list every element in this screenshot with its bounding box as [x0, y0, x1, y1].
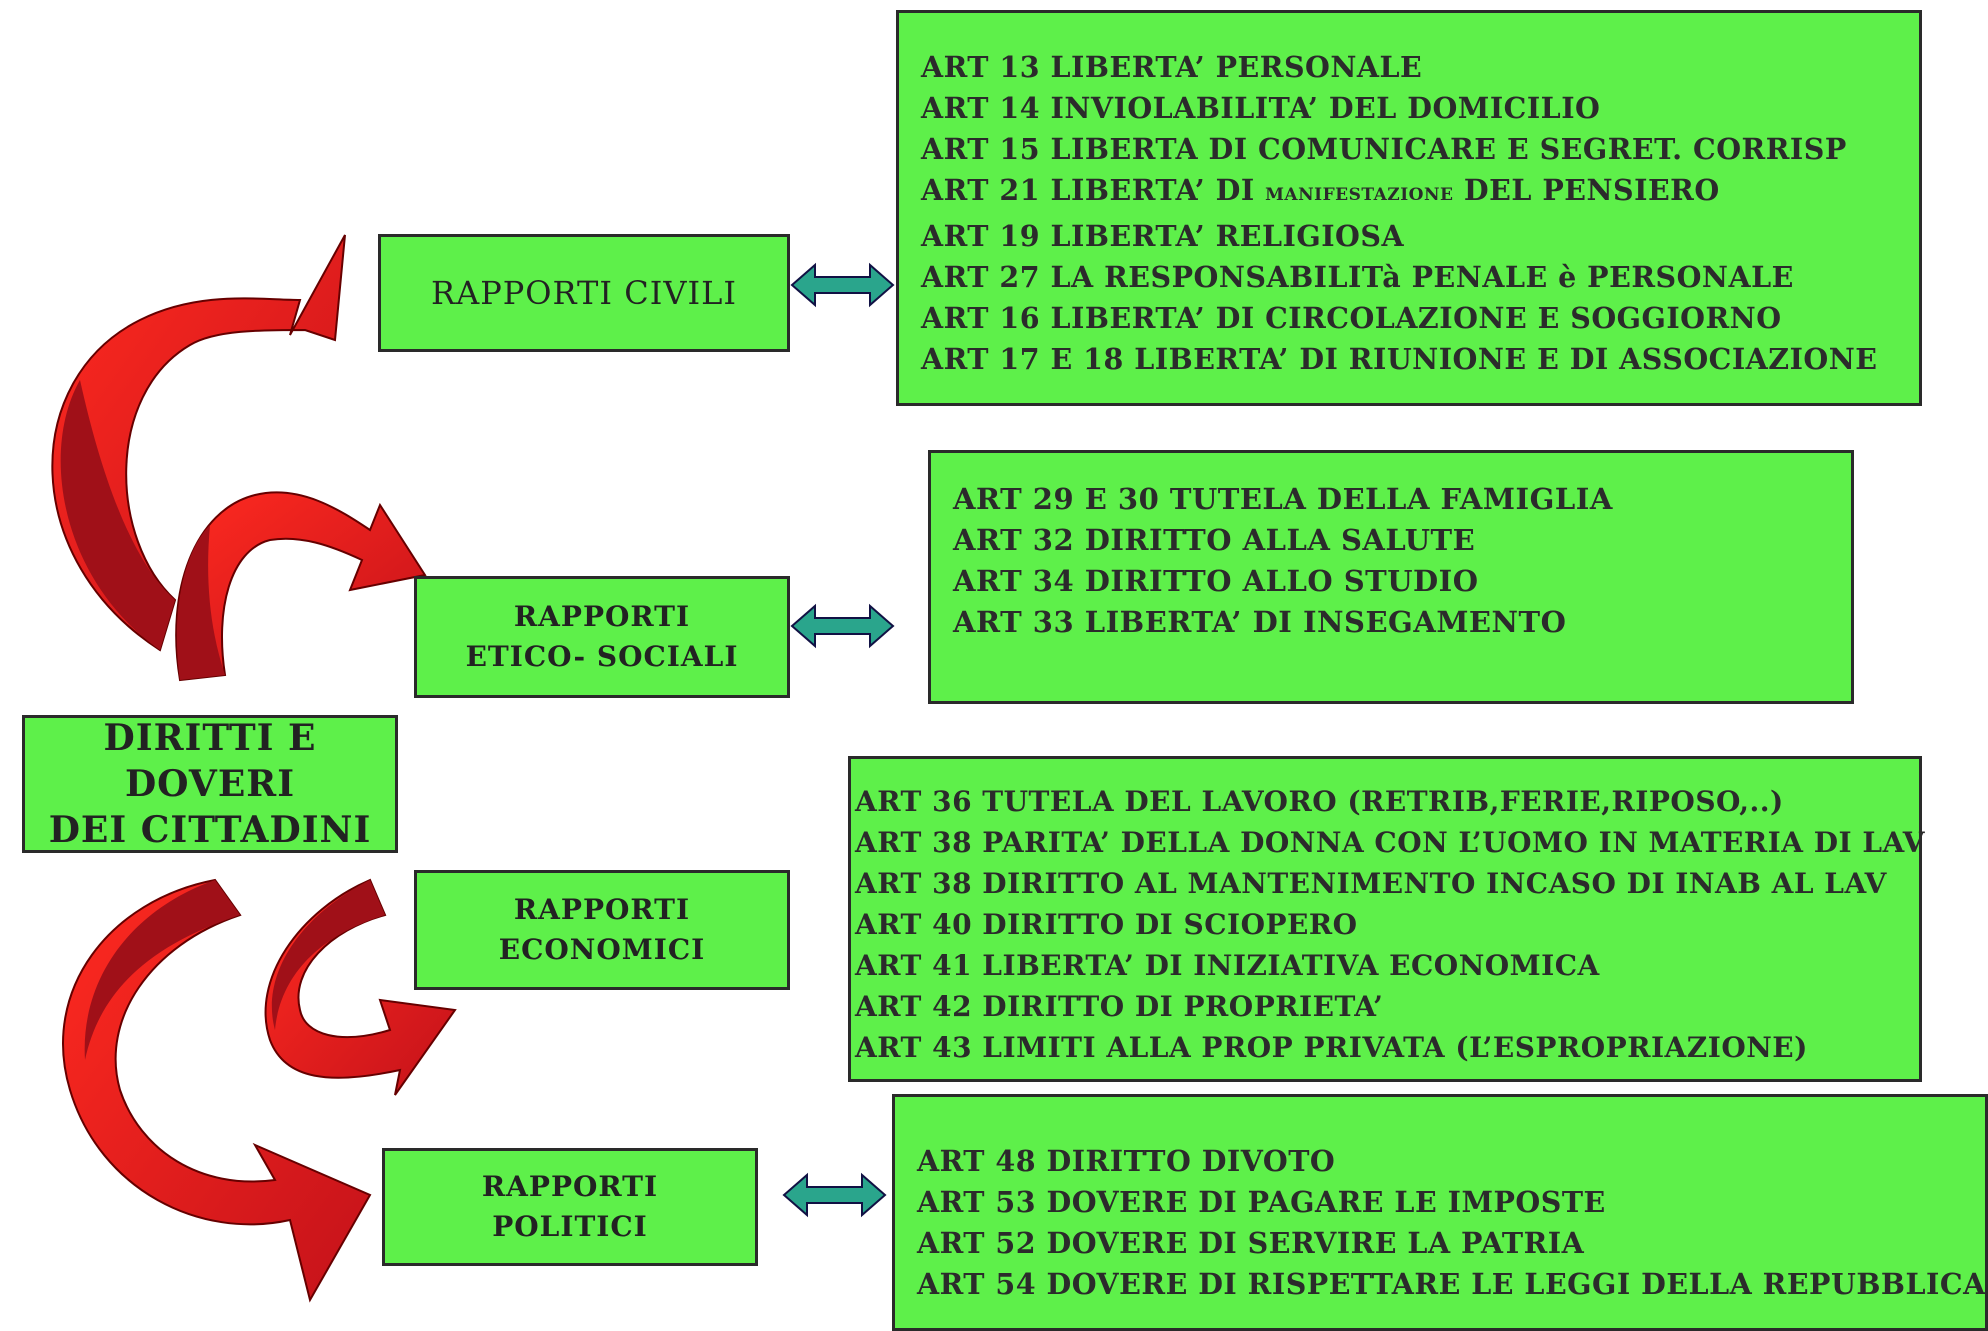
category-civili-label: RAPPORTI CIVILI [431, 274, 737, 312]
list-item: ART 32 DIRITTO ALLA SALUTE [953, 523, 1476, 557]
category-rapporti-etico-sociali: RAPPORTI ETICO- SOCIALI [414, 576, 790, 698]
list-box-politici: ART 48 DIRITTO DIVOTO ART 53 DOVERE DI P… [892, 1094, 1988, 1331]
category-rapporti-politici: RAPPORTI POLITICI [382, 1148, 758, 1266]
list-item: ART 54 DOVERE DI RISPETTARE LE LEGGI DEL… [917, 1267, 1986, 1301]
category-rapporti-civili: RAPPORTI CIVILI [378, 234, 790, 352]
list-box-civili: ART 13 LIBERTA’ PERSONALE ART 14 INVIOLA… [896, 10, 1922, 406]
list-box-etico: ART 29 E 30 TUTELA DELLA FAMIGLIA ART 32… [928, 450, 1854, 704]
curved-arrow-lower-small [264, 878, 457, 1096]
list-item: ART 52 DOVERE DI SERVIRE LA PATRIA [917, 1226, 1585, 1260]
list-item-small-caps: MANIFESTAZIONE [1265, 185, 1454, 205]
list-item: ART 38 PARITA’ DELLA DONNA CON L’UOMO IN… [855, 826, 1925, 859]
connector-arrow-politici [782, 1172, 887, 1218]
list-item: ART 43 LIMITI ALLA PROP PRIVATA (L’ESPRO… [855, 1031, 1808, 1064]
list-item: ART 40 DIRITTO DI SCIOPERO [855, 908, 1358, 941]
list-item: ART 15 LIBERTA DI COMUNICARE E SEGRET. C… [921, 132, 1847, 166]
list-item: ART 42 DIRITTO DI PROPRIETA’ [855, 990, 1384, 1023]
category-etico-line1: RAPPORTI [513, 600, 691, 633]
center-title-line2: DEI CITTADINI [48, 809, 372, 851]
list-item: ART 19 LIBERTA’ RELIGIOSA [921, 219, 1405, 253]
list-item: ART 14 INVIOLABILITA’ DEL DOMICILIO [921, 91, 1601, 125]
list-item: ART 29 E 30 TUTELA DELLA FAMIGLIA [953, 482, 1613, 516]
list-item: ART 53 DOVERE DI PAGARE LE IMPOSTE [917, 1185, 1606, 1219]
list-item: ART 16 LIBERTA’ DI CIRCOLAZIONE E SOGGIO… [921, 301, 1782, 335]
category-politici-line2: POLITICI [492, 1210, 648, 1243]
list-item: ART 41 LIBERTA’ DI INIZIATIVA ECONOMICA [855, 949, 1600, 982]
list-item: ART 38 DIRITTO AL MANTENIMENTO INCASO DI… [855, 867, 1887, 900]
connector-arrow-civili [790, 262, 895, 308]
list-item: ART 13 LIBERTA’ PERSONALE [921, 50, 1423, 84]
list-item: ART 17 E 18 LIBERTA’ DI RIUNIONE E DI AS… [921, 342, 1878, 376]
list-item: ART 33 LIBERTA’ DI INSEGAMENTO [953, 605, 1567, 639]
center-title-box: DIRITTI E DOVERI DEI CITTADINI [22, 715, 398, 853]
list-item: ART 48 DIRITTO DIVOTO [917, 1144, 1336, 1178]
category-rapporti-economici: RAPPORTI ECONOMICI [414, 870, 790, 990]
category-etico-line2: ETICO- SOCIALI [465, 640, 739, 673]
list-item: ART 21 LIBERTA’ DI MANIFESTAZIONE DEL PE… [921, 170, 1919, 216]
category-economici-line1: RAPPORTI [513, 893, 691, 926]
curved-arrow-upper-small [175, 491, 427, 682]
category-politici-line1: RAPPORTI [481, 1170, 659, 1203]
list-item: ART 27 LA RESPONSABILITà PENALE è PERSON… [921, 260, 1794, 294]
list-item-part: ART 21 LIBERTA’ DI [921, 173, 1255, 207]
connector-arrow-etico [790, 603, 895, 649]
category-economici-line2: ECONOMICI [498, 933, 706, 966]
list-item: ART 36 TUTELA DEL LAVORO (RETRIB,FERIE,R… [855, 785, 1784, 818]
list-box-economici: ART 36 TUTELA DEL LAVORO (RETRIB,FERIE,R… [848, 756, 1925, 1082]
center-title-line1: DIRITTI E DOVERI [103, 717, 317, 805]
curved-arrow-upper-large [51, 234, 346, 652]
list-item: ART 34 DIRITTO ALLO STUDIO [953, 564, 1479, 598]
list-item-part: DEL PENSIERO [1463, 173, 1720, 207]
curved-arrow-lower-large [62, 878, 372, 1303]
